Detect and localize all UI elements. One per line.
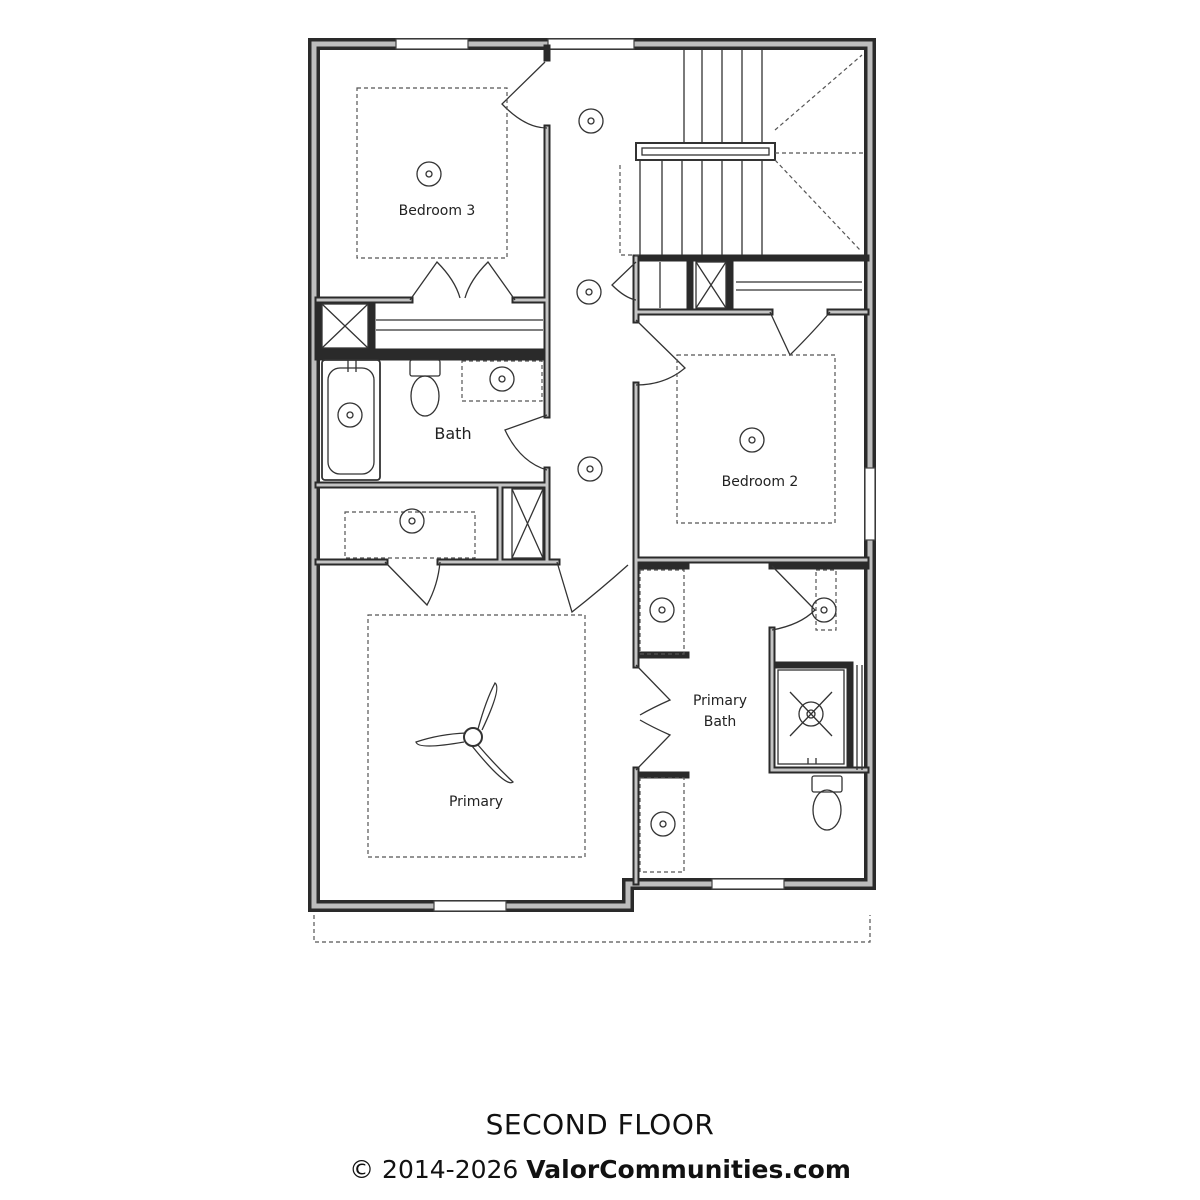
ceiling-fan-icon: [415, 682, 514, 784]
recessed-light-icon: [578, 108, 604, 134]
recessed-light-icon: [649, 597, 675, 623]
recessed-light-icon: [576, 279, 602, 305]
copyright-line: © 2014-2026 ValorCommunities.com: [0, 1155, 1200, 1184]
room-label-bedroom-2: Bedroom 2: [722, 474, 799, 490]
recessed-light-icon: [399, 508, 425, 534]
room-label-primary-bath-line2: Bath: [704, 714, 737, 730]
shower-icon: [777, 669, 845, 765]
windows: [395, 38, 876, 912]
porch-outline: [313, 915, 871, 943]
copyright-years: © 2014-2026: [349, 1155, 519, 1184]
room-label-bedroom-3: Bedroom 3: [399, 203, 476, 219]
brand-website: ValorCommunities.com: [526, 1155, 851, 1184]
toilet-icon: [409, 359, 441, 417]
room-label-bath: Bath: [434, 424, 471, 443]
bathtub: [321, 359, 381, 481]
recessed-light-icon: [650, 811, 676, 837]
bedroom3-tray-ceiling: [356, 87, 508, 259]
bedroom2-tray-ceiling: [676, 354, 836, 524]
recessed-light-icon: [337, 402, 363, 428]
room-label-primary: Primary: [449, 794, 503, 810]
ceiling-lights: [337, 108, 837, 837]
interior-walls: [314, 44, 870, 886]
floor-title: SECOND FLOOR: [485, 1108, 715, 1141]
doors: [384, 61, 863, 771]
primary-tray-ceiling: [367, 614, 586, 858]
closet-shelves: [321, 261, 862, 873]
recessed-light-icon: [811, 597, 837, 623]
toilet-icon: [811, 775, 843, 831]
recessed-light-icon: [739, 427, 765, 453]
exterior-walls: [308, 38, 876, 912]
recessed-light-icon: [416, 161, 442, 187]
recessed-light-icon: [577, 456, 603, 482]
staircase: [619, 50, 866, 256]
recessed-light-icon: [489, 366, 515, 392]
room-label-primary-bath-line1: Primary: [693, 693, 747, 709]
